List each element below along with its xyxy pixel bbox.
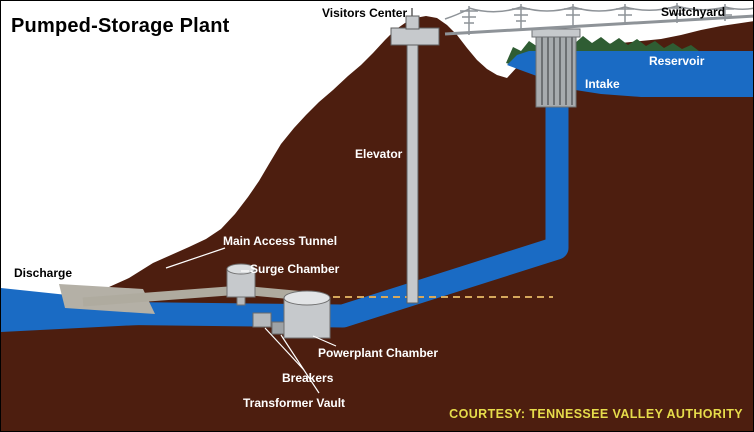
label-transformer-vault: Transformer Vault [243,396,346,410]
label-discharge: Discharge [14,266,73,280]
leader-main-access-tunnel [165,247,226,269]
label-switchyard: Switchyard [661,5,726,19]
visitors-center-building [390,8,440,46]
leader-transformer-vault [280,334,320,394]
label-breakers: Breakers [282,371,334,385]
diagram-title: Pumped-Storage Plant [11,15,230,37]
leader-lines [165,247,337,394]
surge-chamber-shape [226,263,256,306]
label-intake: Intake [585,77,620,91]
breakers-box [252,312,272,328]
label-main-access-tunnel: Main Access Tunnel [223,234,338,248]
label-reservoir: Reservoir [649,54,705,68]
powerplant-chamber-shape [283,290,331,339]
courtesy-text: COURTESY: TENNESSEE VALLEY AUTHORITY [449,407,743,421]
label-visitors-center: Visitors Center [322,6,408,20]
discharge-water [1,288,139,332]
elevator-shaft [406,44,419,304]
label-elevator: Elevator [355,147,403,161]
penstock-pipe [1,71,569,328]
switchyard-towers [444,3,753,36]
leader-breakers [264,327,305,371]
label-powerplant-chamber: Powerplant Chamber [318,346,439,360]
label-surge-chamber: Surge Chamber [250,262,340,276]
intake-tower [531,28,581,108]
leader-powerplant-chamber [312,335,337,347]
